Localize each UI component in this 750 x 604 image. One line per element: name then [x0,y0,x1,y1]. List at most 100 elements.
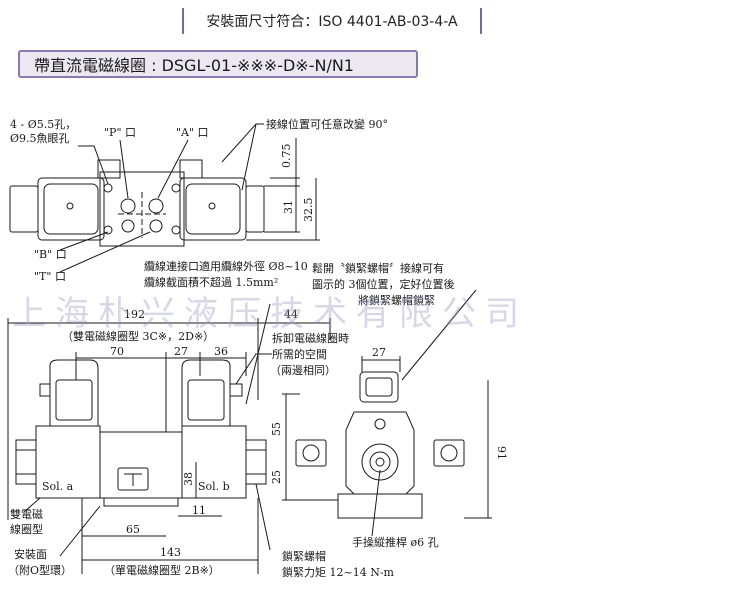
front-body-base [103,497,179,507]
top-connector-left [97,159,121,179]
watermark: 上海朴兴液压技术有限公司 [12,294,528,334]
label-dim-44: 44 [284,308,298,321]
side-locknut-outer [361,443,399,481]
top-right-screw [208,202,216,210]
label-removal-3: （兩邊相同） [270,363,336,377]
label-dim-143: 143 [160,546,181,559]
side-view [282,289,492,537]
front-right-gland [229,383,243,397]
side-bolt-left-top-circle [302,444,320,462]
front-left-connector [49,359,99,427]
label-dim-65: 65 [126,523,140,536]
label-wire-position: 接線位置可任意改變 90° [266,117,388,131]
leader-manual-pin [371,469,381,537]
side-bolt-right-top-circle [440,444,458,462]
standard-text: 安裝面尺寸符合：ISO 4401-AB-03-4-A [206,14,458,30]
side-connector [359,371,399,403]
top-left-screw [66,202,74,210]
leader-wire-2 [241,123,257,191]
label-locknut-2: 鎖緊力矩 12~14 N-m [282,565,395,579]
leader-a [157,139,189,199]
front-body [99,431,183,499]
label-manual-pin: 手操縱推桿 ø6 孔 [352,535,439,549]
label-dim-192: 192 [124,308,145,321]
top-body [99,171,185,247]
label-dim-27: 27 [174,345,188,358]
side-bolt-left-top [295,439,327,467]
top-hole-3 [103,225,113,235]
standard-banner: 安裝面尺寸符合：ISO 4401-AB-03-4-A [182,8,482,34]
note-cable-2: 纜線截面積不超過 1.5mm² [144,275,278,289]
top-port-p [120,198,136,214]
label-hole-spec: 4 - Ø5.5孔， [10,118,76,131]
side-top-screw [374,418,386,430]
top-hole-1 [103,183,113,193]
front-left-locknut [15,439,37,485]
top-connector-right [179,159,203,179]
leader-wire-1 [221,123,264,163]
label-sol-b: Sol. b [198,480,230,493]
top-hole-4 [171,225,181,235]
front-right-locknut [245,439,267,485]
side-bolt-right-top [433,439,465,467]
top-right-coil-inner [185,183,241,235]
model-banner: 帶直流電磁線圈 : DSGL-01-※※※-D※-N/N1 [18,50,418,78]
label-side-27: 27 [372,346,386,359]
leader-side-lock [401,289,477,381]
logo-mark [124,473,142,486]
top-port-b [121,219,135,233]
top-left-cap [9,185,39,233]
label-side-91: 91 [495,446,508,460]
logo-box [117,467,149,491]
leader-locknut [255,483,271,551]
label-dim-36: 36 [214,345,228,358]
front-right-connector [181,359,231,427]
model-text: 帶直流電磁線圈 : DSGL-01-※※※-D※-N/N1 [34,56,354,75]
leader-p [119,139,129,199]
label-dim-38: 38 [182,472,195,486]
leader-b [59,231,109,251]
label-side-55: 55 [270,422,283,436]
label-dim-325: 32.5 [302,198,315,223]
label-dim-11: 11 [192,504,206,517]
leader-holes [78,145,109,185]
label-mount-1: 安裝面 [14,547,47,561]
label-removal-1: 拆卸電磁線圈時 [272,331,349,345]
top-port-a [148,198,164,214]
front-left-gland [39,383,51,397]
note-lock-1: 鬆開〝鎖緊螺帽〞接線可有 [312,261,444,275]
label-dim-70: 70 [110,345,124,358]
label-locknut-1: 鎖緊螺帽 [282,549,326,563]
leader-double-coil [23,497,41,513]
side-manual-pin [375,457,385,467]
label-b-port: "B" 口 [34,248,67,261]
label-removal-2: 所需的空間 [272,347,327,361]
label-t-port: "T" 口 [34,270,66,283]
label-dim-31: 31 [282,200,295,214]
top-right-cap [245,185,265,233]
front-view [7,303,331,574]
label-counterbore: Ø9.5魚眼孔 [10,132,70,145]
label-side-25: 25 [270,470,283,484]
note-cable-1: 纜線連接口適用纜線外徑 Ø8~10 [144,259,308,273]
leader-removal [235,353,272,385]
label-single-coil-type: （單電磁線圈型 2B※） [104,563,220,577]
top-left-coil-inner [43,183,99,235]
label-dim-075: 0.75 [280,144,293,169]
note-lock-3: 將鎖緊螺帽鎖緊 [358,293,435,307]
label-a-port: "A" 口 [176,126,209,139]
label-double-coil-type: （雙電磁線圈型 3C※，2D※） [62,329,214,343]
label-coil-1: 雙電磁 [10,508,43,521]
top-port-t [149,219,163,233]
side-connector-face [365,377,393,397]
front-left-connector-face [55,379,93,421]
side-coil [345,411,415,495]
label-coil-2: 線圈型 [10,522,43,536]
label-sol-a: Sol. a [42,480,74,493]
label-mount-2: （附O型環） [8,563,72,577]
top-view [9,123,320,273]
note-lock-2: 圖示的 3個位置，定好位置後 [312,277,455,291]
side-locknut-inner [369,451,391,473]
leader-mount [59,505,101,557]
